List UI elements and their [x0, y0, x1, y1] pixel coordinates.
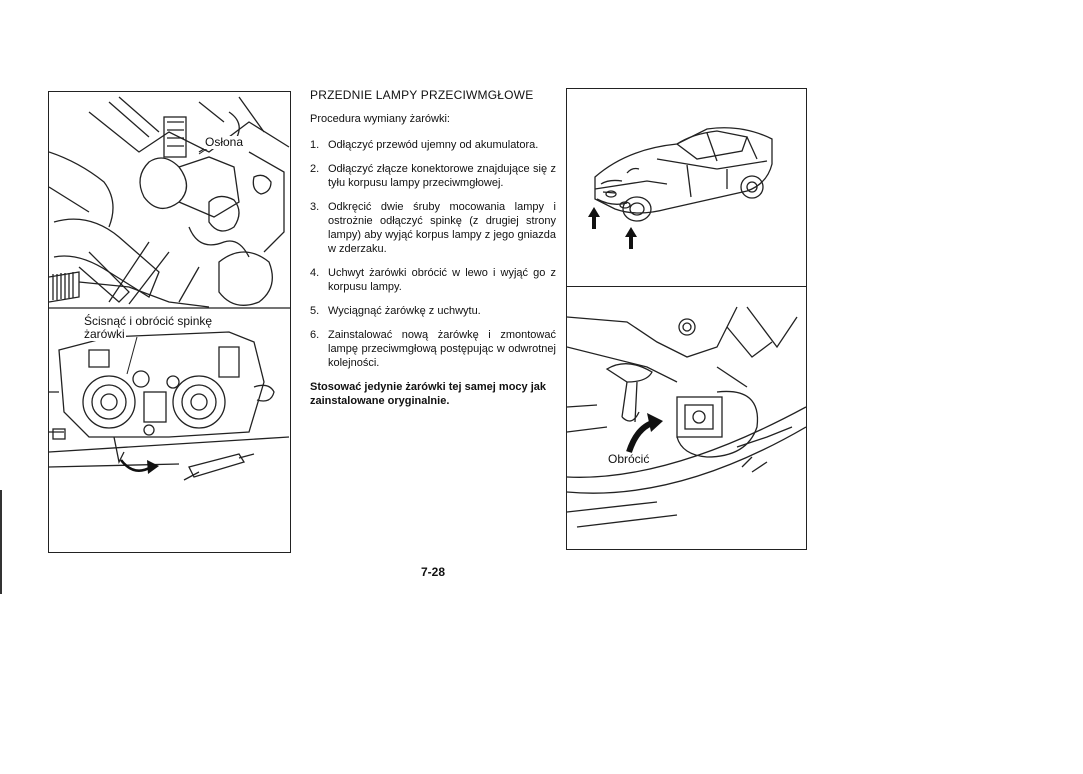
- page-number: 7-28: [421, 565, 446, 579]
- instruction-column: PRZEDNIE LAMPY PRZECIWMGŁOWE Procedura w…: [310, 88, 556, 408]
- step-text: Odkręcić dwie śruby mocowania lampy i os…: [328, 201, 556, 255]
- car-illustration: [588, 127, 773, 249]
- label-turn: Obrócić: [607, 452, 651, 466]
- step-number: 4.: [310, 267, 320, 279]
- figure-car-fog-lamps: [566, 88, 807, 288]
- section-heading: PRZEDNIE LAMPY PRZECIWMGŁOWE: [310, 88, 534, 102]
- figure-bulb-holder: Obrócić: [566, 286, 807, 550]
- bulb-holder-illustration: [567, 306, 806, 528]
- step-item: 6. Zainstalować nową żarówkę i zmontować…: [310, 328, 556, 370]
- label-cover: Osłona: [204, 135, 245, 149]
- step-item: 1. Odłączyć przewód ujemny od akumulator…: [310, 138, 556, 152]
- step-item: 2. Odłączyć złącze konektorowe znajdując…: [310, 162, 556, 190]
- step-text: Uchwyt żarówki obrócić w lewo i wyjąć go…: [328, 267, 556, 293]
- label-squeeze-line1: Ścisnąć i obrócić spinkę: [83, 314, 214, 328]
- margin-rule: [0, 490, 2, 594]
- figure-engine-bay-and-lamp: Osłona Ścisnąć i obrócić spinkę żarówki: [48, 91, 291, 553]
- engine-bay-lamp-illustration: [49, 96, 290, 481]
- step-number: 3.: [310, 201, 320, 213]
- step-number: 2.: [310, 163, 320, 175]
- step-text: Odłączyć przewód ujemny od akumulatora.: [328, 139, 539, 151]
- step-text: Wyciągnąć żarówkę z uchwytu.: [328, 305, 481, 317]
- step-item: 3. Odkręcić dwie śruby mocowania lampy i…: [310, 200, 556, 256]
- step-text: Zainstalować nową żarówkę i zmontować la…: [328, 329, 556, 369]
- step-number: 5.: [310, 305, 320, 317]
- bulb-power-note: Stosować jedynie żarówki tej samej mocy …: [310, 381, 546, 407]
- step-item: 5. Wyciągnąć żarówkę z uchwytu.: [310, 304, 556, 318]
- step-number: 1.: [310, 139, 320, 151]
- step-item: 4. Uchwyt żarówki obrócić w lewo i wyjąć…: [310, 266, 556, 294]
- procedure-intro: Procedura wymiany żarówki:: [310, 113, 450, 125]
- label-squeeze-line2: żarówki: [83, 327, 126, 341]
- step-number: 6.: [310, 329, 320, 341]
- step-text: Odłączyć złącze konektorowe znajdujące s…: [328, 163, 556, 189]
